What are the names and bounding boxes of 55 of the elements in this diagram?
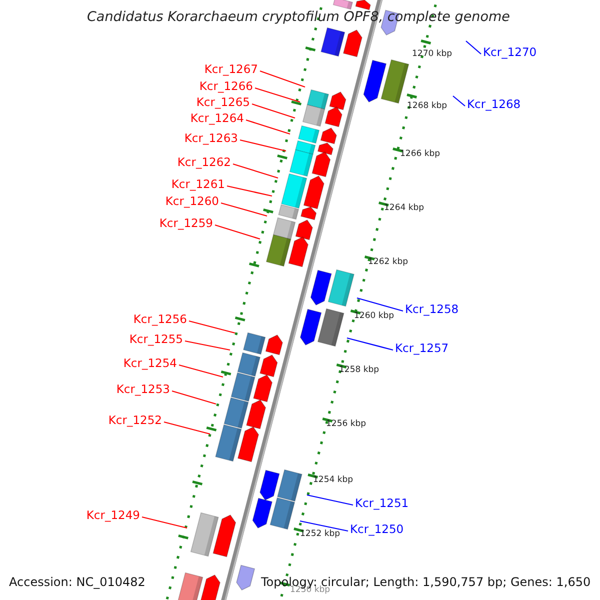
leader-line — [246, 119, 290, 135]
gene-label: Kcr_1254 — [123, 358, 177, 370]
gene-label: Kcr_1262 — [177, 157, 231, 168]
scale-label: 1252 kbp — [300, 530, 340, 538]
scale-label: 1270 kbp — [412, 50, 452, 58]
leader-line — [172, 390, 216, 405]
leader-line — [356, 297, 404, 312]
scale-label: 1258 kbp — [339, 366, 380, 374]
gene-label: Kcr_1249 — [86, 510, 140, 522]
leader-line — [188, 320, 236, 334]
leader-line — [164, 421, 210, 435]
scale-label: 1266 kbp — [400, 150, 440, 158]
gene-label: Kcr_1260 — [165, 196, 219, 208]
leader-line — [220, 202, 268, 217]
leader-line — [300, 520, 348, 532]
gene-label: Kcr_1252 — [108, 415, 162, 426]
leader-line — [232, 163, 278, 179]
leader-line — [240, 139, 286, 152]
title: Candidatus Korarchaeum cryptofilum OPF8, complete genome — [87, 11, 510, 24]
gene-label: Kcr_1259 — [159, 218, 213, 230]
gene-label: Kcr_1251 — [355, 498, 409, 510]
gene-label: Kcr_1253 — [116, 384, 170, 396]
gene-label: Kcr_1250 — [350, 524, 404, 536]
leader-line — [306, 494, 354, 506]
info-text: Accession: NC_010482 — [9, 576, 146, 588]
leader-line — [254, 87, 300, 103]
gene-label: Kcr_1263 — [184, 133, 238, 144]
leader-line — [184, 340, 230, 351]
leader-line — [178, 364, 224, 378]
leader-line — [226, 185, 272, 197]
gene-label: Kcr_1270 — [483, 47, 537, 58]
gene-label: Kcr_1267 — [204, 64, 258, 76]
scale-label: 1268 kbp — [407, 102, 448, 110]
scale-label: 1260 kbp — [354, 312, 394, 320]
scale-label: 1250 kbp — [290, 586, 330, 594]
scale-label: 1256 kbp — [326, 420, 366, 428]
gene-label: Kcr_1256 — [133, 314, 187, 326]
leader-line — [466, 40, 482, 54]
gene-label: Kcr_1268 — [467, 99, 521, 110]
gene-label: Kcr_1255 — [129, 334, 183, 346]
gene-label: Kcr_1261 — [171, 179, 225, 190]
scale-label: 1254 kbp — [313, 476, 354, 484]
leader-line — [142, 516, 188, 529]
gene-label: Kcr_1265 — [196, 97, 250, 108]
leader-line — [346, 337, 394, 351]
leader-line — [214, 224, 260, 240]
gene-label: Kcr_1257 — [395, 343, 449, 354]
leader-line — [452, 96, 466, 106]
gene-label: Kcr_1264 — [190, 113, 244, 124]
leader-line — [252, 103, 296, 119]
gene-label: Kcr_1266 — [199, 81, 253, 92]
scale-label: 1264 kbp — [384, 204, 424, 212]
gene-label: Kcr_1258 — [405, 304, 459, 316]
leader-line — [260, 70, 306, 88]
scale-label: 1262 kbp — [368, 258, 408, 266]
